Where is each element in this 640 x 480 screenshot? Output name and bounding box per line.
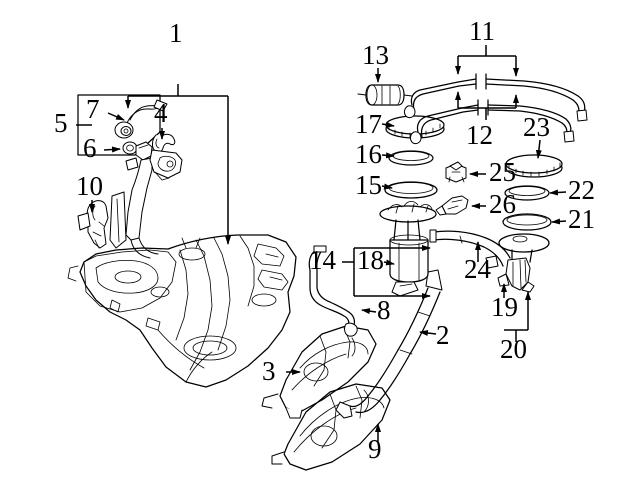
callout-label-2: 2 <box>436 320 450 350</box>
part-filler-neck-bracket-group <box>77 94 168 156</box>
part-clip-retainer <box>152 133 176 153</box>
callout-label-7: 7 <box>86 94 100 124</box>
callout-label-5: 5 <box>54 108 68 138</box>
callout-label-19: 19 <box>491 292 518 322</box>
part-connector-bracket <box>429 229 511 269</box>
part-gasket-ring-lower <box>502 213 552 231</box>
callout-label-3: 3 <box>262 356 276 386</box>
callout-label-17: 17 <box>355 109 382 139</box>
callout-label-13: 13 <box>362 40 389 70</box>
callout-label-25: 25 <box>489 157 516 187</box>
part-gasket-ring-upper <box>504 185 550 201</box>
part-fuel-pump-module <box>379 200 437 297</box>
callout-label-14: 14 <box>309 245 336 275</box>
leader-lines <box>76 45 567 442</box>
callout-label-12: 12 <box>466 120 493 150</box>
callout-label-18: 18 <box>357 245 384 275</box>
part-fuel-level-sender <box>497 233 550 293</box>
part-seal-ring-lower <box>384 181 438 199</box>
callout-label-16: 16 <box>355 139 382 169</box>
part-retainer-clip-upper <box>445 161 467 183</box>
part-fuel-return-line <box>410 99 575 145</box>
callout-label-8: 8 <box>377 295 391 325</box>
callout-label-24: 24 <box>464 254 491 284</box>
part-seal-ring-middle <box>388 150 434 166</box>
part-filler-neck-assembly <box>109 141 183 259</box>
callout-label-23: 23 <box>523 112 550 142</box>
callout-label-26: 26 <box>489 189 516 219</box>
part-grommet-seal <box>122 141 138 155</box>
callout-label-15: 15 <box>355 170 382 200</box>
part-fuel-filter <box>357 84 413 106</box>
part-fuel-feed-line <box>404 73 588 122</box>
callout-label-10: 10 <box>76 171 103 201</box>
callout-label-22: 22 <box>568 175 595 205</box>
callout-label-1: 1 <box>169 18 183 48</box>
part-retainer-clip-lower <box>435 195 469 216</box>
part-fuel-vent-hose <box>308 245 358 337</box>
callout-label-20: 20 <box>500 334 527 364</box>
callout-label-11: 11 <box>469 16 495 46</box>
callout-label-9: 9 <box>368 434 382 464</box>
part-fuel-filler-pipe <box>335 269 443 419</box>
part-vent-hose-valve <box>114 99 168 139</box>
callout-label-21: 21 <box>568 204 595 234</box>
part-lock-ring-sender <box>505 154 563 178</box>
part-heat-shield-front <box>261 325 377 419</box>
callout-label-4: 4 <box>154 98 168 128</box>
callout-label-6: 6 <box>83 133 97 163</box>
part-fuel-tank <box>67 234 297 388</box>
part-clamp-bracket <box>77 200 109 249</box>
